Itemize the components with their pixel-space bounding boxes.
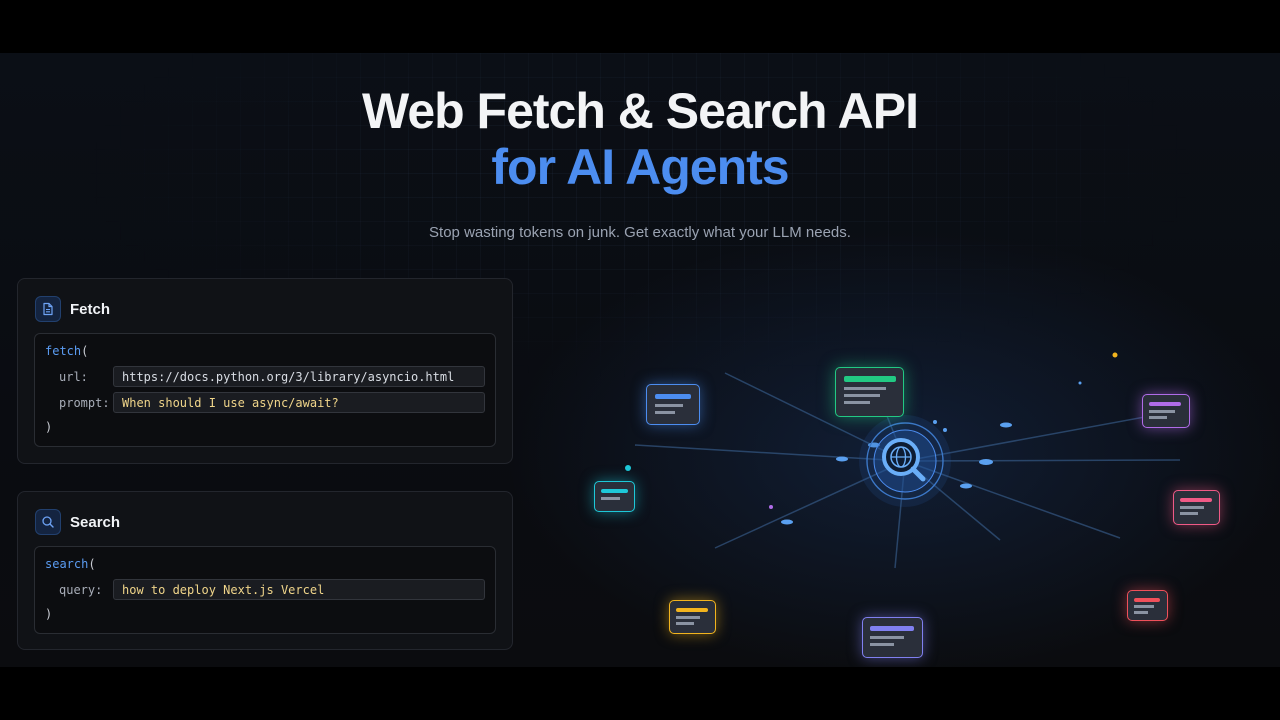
url-input[interactable]: https://docs.python.org/3/library/asynci…	[113, 366, 485, 387]
network-visualization	[520, 278, 1280, 667]
hero-subtitle: Stop wasting tokens on junk. Get exactly…	[429, 224, 851, 241]
close-paren: )	[45, 607, 53, 621]
search-card-title: Search	[70, 513, 121, 531]
result-node-yellow	[669, 600, 716, 634]
result-node-cyan	[594, 481, 635, 512]
prompt-arg-label: prompt:	[59, 396, 110, 410]
result-node-pink	[1173, 490, 1220, 525]
fetch-card-header: Fetch	[35, 295, 110, 323]
result-node-purple	[1142, 394, 1190, 428]
hero-title: Web Fetch & Search API	[362, 83, 919, 139]
search-call-open: search(	[45, 553, 96, 575]
url-arg-label: url:	[59, 370, 88, 384]
open-paren: (	[81, 344, 89, 358]
letterbox-bottom	[0, 667, 1280, 720]
search-card: Search search( query: how to deploy Next…	[17, 491, 513, 650]
open-paren: (	[88, 557, 96, 571]
hero-section: Web Fetch & Search API for AI Agents Sto…	[0, 53, 1280, 667]
search-fn-name: search	[45, 557, 89, 571]
search-icon	[35, 509, 61, 535]
hero-title-highlight: for AI Agents	[491, 139, 789, 195]
query-input[interactable]: how to deploy Next.js Vercel	[113, 579, 485, 600]
fetch-code-block: fetch( url: https://docs.python.org/3/li…	[34, 333, 496, 447]
fetch-card-title: Fetch	[70, 300, 111, 318]
fetch-card: Fetch fetch( url: https://docs.python.or…	[17, 278, 513, 464]
document-icon	[35, 296, 61, 322]
fetch-call-open: fetch(	[45, 340, 88, 362]
letterbox-top	[0, 0, 1280, 53]
prompt-input[interactable]: When should I use async/await?	[113, 392, 485, 413]
fetch-fn-name: fetch	[45, 344, 82, 358]
close-paren: )	[45, 420, 53, 434]
result-node-red	[1127, 590, 1168, 621]
search-code-block: search( query: how to deploy Next.js Ver…	[34, 546, 496, 634]
result-node-blue	[646, 384, 700, 425]
globe-magnifier-icon	[882, 438, 926, 482]
result-node-indigo	[862, 617, 923, 658]
result-node-green	[835, 367, 904, 417]
query-arg-label: query:	[59, 583, 103, 597]
search-card-header: Search	[35, 508, 120, 536]
